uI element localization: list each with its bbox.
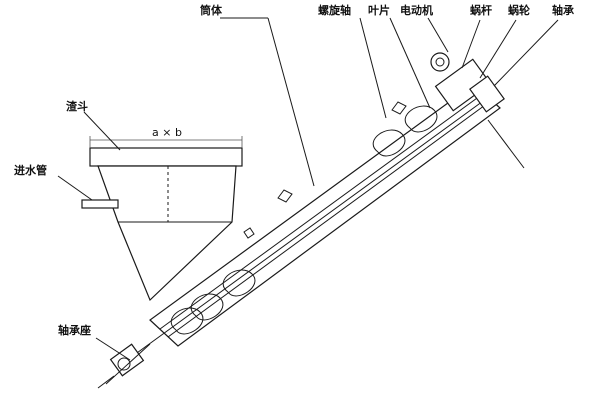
- screw-shaft-line: [129, 95, 491, 359]
- leader-lines: [57, 17, 559, 361]
- helical-blades: [170, 105, 438, 335]
- tube-brackets: [243, 101, 407, 239]
- label-bearing-seat: 轴承座: [58, 323, 91, 337]
- label-hopper: 渣斗: [66, 99, 88, 113]
- drive-assembly: [430, 52, 525, 169]
- hopper: [89, 136, 243, 302]
- label-tube: 筒体: [200, 3, 223, 17]
- water-inlet-pipe: [81, 199, 119, 209]
- label-worm: 蜗杆: [470, 3, 492, 17]
- label-bearing: 轴承: [552, 3, 575, 17]
- label-water-inlet: 进水管: [14, 163, 47, 177]
- bottom-bearing-seat: [97, 343, 151, 389]
- label-hopper-size: a × b: [152, 126, 182, 139]
- label-blade: 叶片: [368, 3, 390, 17]
- label-screw-shaft: 螺旋轴: [318, 3, 351, 17]
- label-motor: 电动机: [400, 3, 433, 17]
- tube-casing: [149, 83, 501, 347]
- label-worm-wheel: 蜗轮: [508, 3, 530, 17]
